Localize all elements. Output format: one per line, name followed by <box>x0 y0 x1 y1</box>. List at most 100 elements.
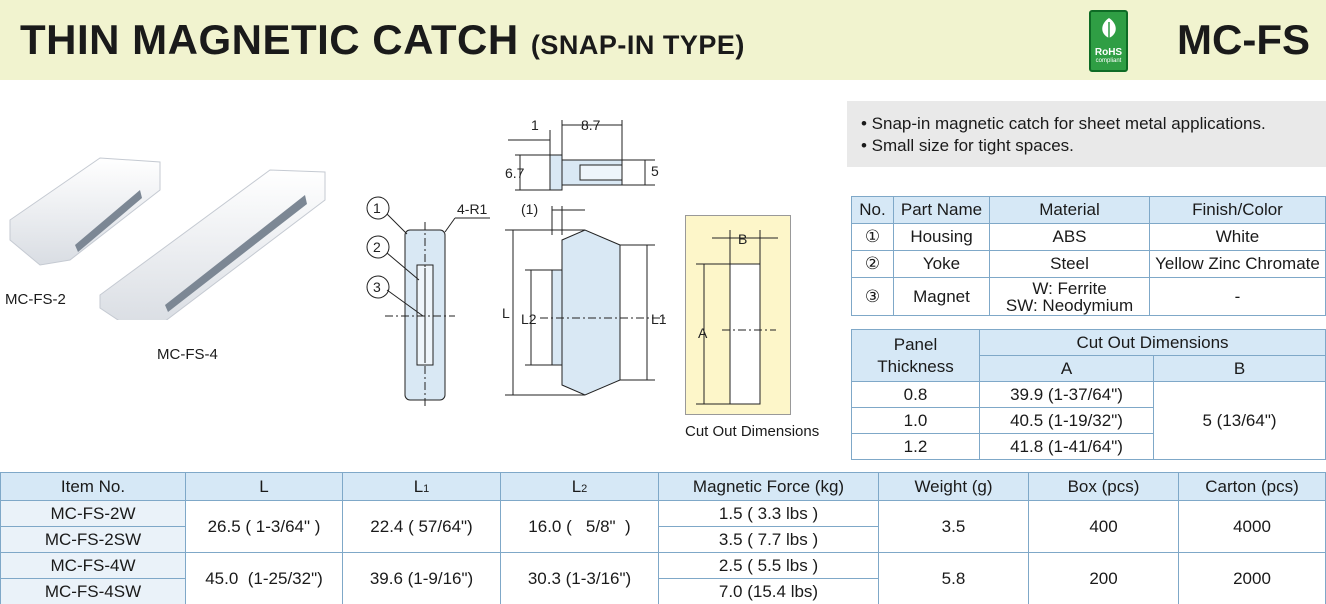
cell-item-no: MC-FS-2SW <box>0 526 186 553</box>
cell-a: 39.9 (1-37/64") <box>979 381 1154 408</box>
cell-force: 2.5 ( 5.5 lbs ) <box>658 552 879 579</box>
cell-thickness: 1.2 <box>851 433 980 460</box>
cell-a: 40.5 (1-19/32") <box>979 407 1154 434</box>
cell-thickness: 0.8 <box>851 381 980 408</box>
cutout-table: Panel Thickness Cut Out Dimensions A B 0… <box>851 329 1326 460</box>
dim-6-7: 6.7 <box>505 165 525 181</box>
dim-paren-1: (1) <box>521 201 538 217</box>
cell-material: Steel <box>989 250 1150 278</box>
table-row: 1.2 41.8 (1-41/64") <box>851 433 1326 460</box>
cell-no: ① <box>851 223 894 251</box>
cell-l1: 22.4 ( 57/64") <box>342 500 501 553</box>
table-row: ② Yoke Steel Yellow Zinc Chromate <box>851 250 1326 278</box>
header-l1: L1 <box>342 472 501 501</box>
header-l2: L2 <box>500 472 659 501</box>
header-material: Material <box>989 196 1150 224</box>
header-box: Box (pcs) <box>1028 472 1179 501</box>
page-title: THIN MAGNETIC CATCH (SNAP-IN TYPE) <box>20 16 745 64</box>
dim-l1: L1 <box>651 311 667 327</box>
header-weight: Weight (g) <box>878 472 1029 501</box>
material-line-2: SW: Neodymium <box>1005 295 1134 315</box>
header-cutout-dims: Cut Out Dimensions <box>979 329 1326 356</box>
model-code: MC-FS <box>1177 16 1310 63</box>
product-photo <box>9 157 326 320</box>
cell-l2: 30.3 (1-3/16") <box>500 552 659 604</box>
header-a: A <box>979 355 1154 382</box>
header-carton: Carton (pcs) <box>1178 472 1326 501</box>
table-row: MC-FS-2W 26.5 ( 1-3/64" ) 22.4 ( 57/64")… <box>0 500 1326 553</box>
cell-name: Housing <box>893 223 990 251</box>
callout-1: 1 <box>373 200 381 216</box>
cell-carton: 2000 <box>1178 552 1326 604</box>
rohs-sub-label: compliant <box>1095 58 1122 64</box>
radius-label: 4-R1 <box>457 201 488 217</box>
header-panel-line-2: Thickness <box>877 356 954 376</box>
table-row: ① Housing ABS White <box>851 223 1326 251</box>
header-panel-line-1: Panel <box>893 334 938 354</box>
cell-force: 3.5 ( 7.7 lbs ) <box>658 526 879 553</box>
cell-l1: 39.6 (1-9/16") <box>342 552 501 604</box>
title-suffix: (SNAP-IN TYPE) <box>530 30 745 60</box>
leaf-icon <box>1101 18 1116 42</box>
dim-1: 1 <box>531 117 539 133</box>
cell-weight: 5.8 <box>878 552 1029 604</box>
table-row: MC-FS-4W 45.0 (1-25/32") 39.6 (1-9/16") … <box>0 552 1326 604</box>
table-row: MC-FS-2SW 3.5 ( 7.7 lbs ) <box>0 526 1326 553</box>
dim-a: A <box>698 325 708 341</box>
cell-no: ② <box>851 250 894 278</box>
spec-table: Item No. L L1 L2 Magnetic Force (kg) Wei… <box>0 472 1326 604</box>
cell-l2: 16.0 ( 5/8" ) <box>500 500 659 553</box>
dim-5: 5 <box>651 163 659 179</box>
dim-l: L <box>502 305 510 321</box>
header-no: No. <box>851 196 894 224</box>
header-panel-thickness: Panel Thickness <box>851 329 980 382</box>
cell-thickness: 1.0 <box>851 407 980 434</box>
rohs-label: RoHS <box>1094 47 1123 58</box>
cell-b: 5 (13/64") <box>1153 381 1326 460</box>
header-finish: Finish/Color <box>1149 196 1326 224</box>
feature-item: • Snap-in magnetic catch for sheet metal… <box>861 114 1266 133</box>
label-mc-fs-4: MC-FS-4 <box>157 346 218 363</box>
cell-no: ③ <box>851 277 894 316</box>
cell-a: 41.8 (1-41/64") <box>979 433 1154 460</box>
header-b: B <box>1153 355 1326 382</box>
cell-finish: Yellow Zinc Chromate <box>1149 250 1326 278</box>
cell-force: 7.0 (15.4 lbs) <box>658 578 879 604</box>
cell-l: 45.0 (1-25/32") <box>185 552 343 604</box>
header-item-no: Item No. <box>0 472 186 501</box>
dim-b: B <box>738 231 747 247</box>
cell-name: Yoke <box>893 250 990 278</box>
cell-finish: White <box>1149 223 1326 251</box>
cutout-drawing: B A <box>696 230 778 405</box>
cell-item-no: MC-FS-4W <box>0 552 186 579</box>
cell-box: 200 <box>1028 552 1179 604</box>
parts-table: No. Part Name Material Finish/Color ① Ho… <box>851 196 1326 316</box>
header-magnetic-force: Magnetic Force (kg) <box>658 472 879 501</box>
rohs-badge: RoHS compliant <box>1089 10 1128 72</box>
header-l1-text: L <box>413 476 424 496</box>
header-part-name: Part Name <box>893 196 990 224</box>
table-row: 1.0 40.5 (1-19/32") <box>851 407 1326 434</box>
cell-l: 26.5 ( 1-3/64" ) <box>185 500 343 553</box>
cutout-diagram: B A <box>685 215 791 415</box>
header-l2-sub: 2 <box>581 482 588 495</box>
callout-3: 3 <box>373 279 381 295</box>
technical-drawing: 1 2 3 4-R1 1 8.7 6.7 5 (1) L L2 L1 <box>366 117 667 408</box>
title-text: THIN MAGNETIC CATCH <box>20 16 519 63</box>
feature-list: • Snap-in magnetic catch for sheet metal… <box>847 101 1326 167</box>
dim-l2: L2 <box>521 311 537 327</box>
cell-finish: - <box>1149 277 1326 316</box>
cell-item-no: MC-FS-4SW <box>0 578 186 604</box>
cutout-caption: Cut Out Dimensions <box>685 423 820 440</box>
cell-item-no: MC-FS-2W <box>0 500 186 527</box>
callout-2: 2 <box>373 239 381 255</box>
header-l2-text: L <box>571 476 582 496</box>
feature-item: • Small size for tight spaces. <box>861 136 1074 155</box>
header-l: L <box>185 472 343 501</box>
label-mc-fs-2: MC-FS-2 <box>5 291 66 308</box>
table-row: ③ Magnet W: Ferrite SW: Neodymium - <box>851 277 1326 316</box>
cell-material: ABS <box>989 223 1150 251</box>
table-row: 0.8 39.9 (1-37/64") 5 (13/64") <box>851 381 1326 460</box>
material-line-1: W: Ferrite <box>1032 278 1107 298</box>
dim-8-7: 8.7 <box>581 117 601 133</box>
